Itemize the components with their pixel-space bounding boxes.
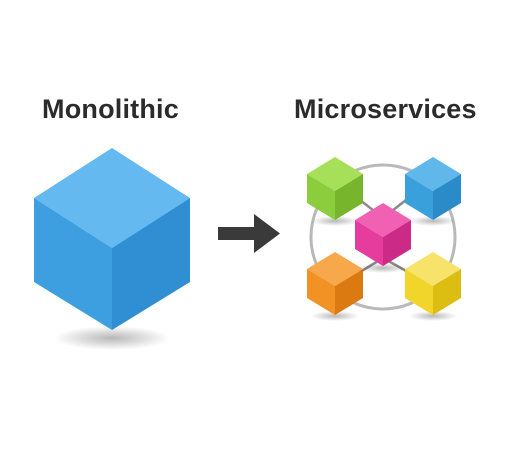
monolithic-label: Monolithic — [42, 94, 179, 124]
microservices-label: Microservices — [294, 94, 477, 124]
blue-cube-icon — [405, 157, 461, 226]
yellow-cube-icon — [405, 252, 461, 321]
network-ring — [309, 163, 457, 311]
magenta-cube-icon — [355, 203, 411, 273]
right-arrow-icon — [218, 214, 280, 253]
orange-cube-icon — [307, 252, 363, 321]
green-cube-icon — [307, 157, 363, 226]
large-blue-cube-icon — [34, 148, 190, 350]
